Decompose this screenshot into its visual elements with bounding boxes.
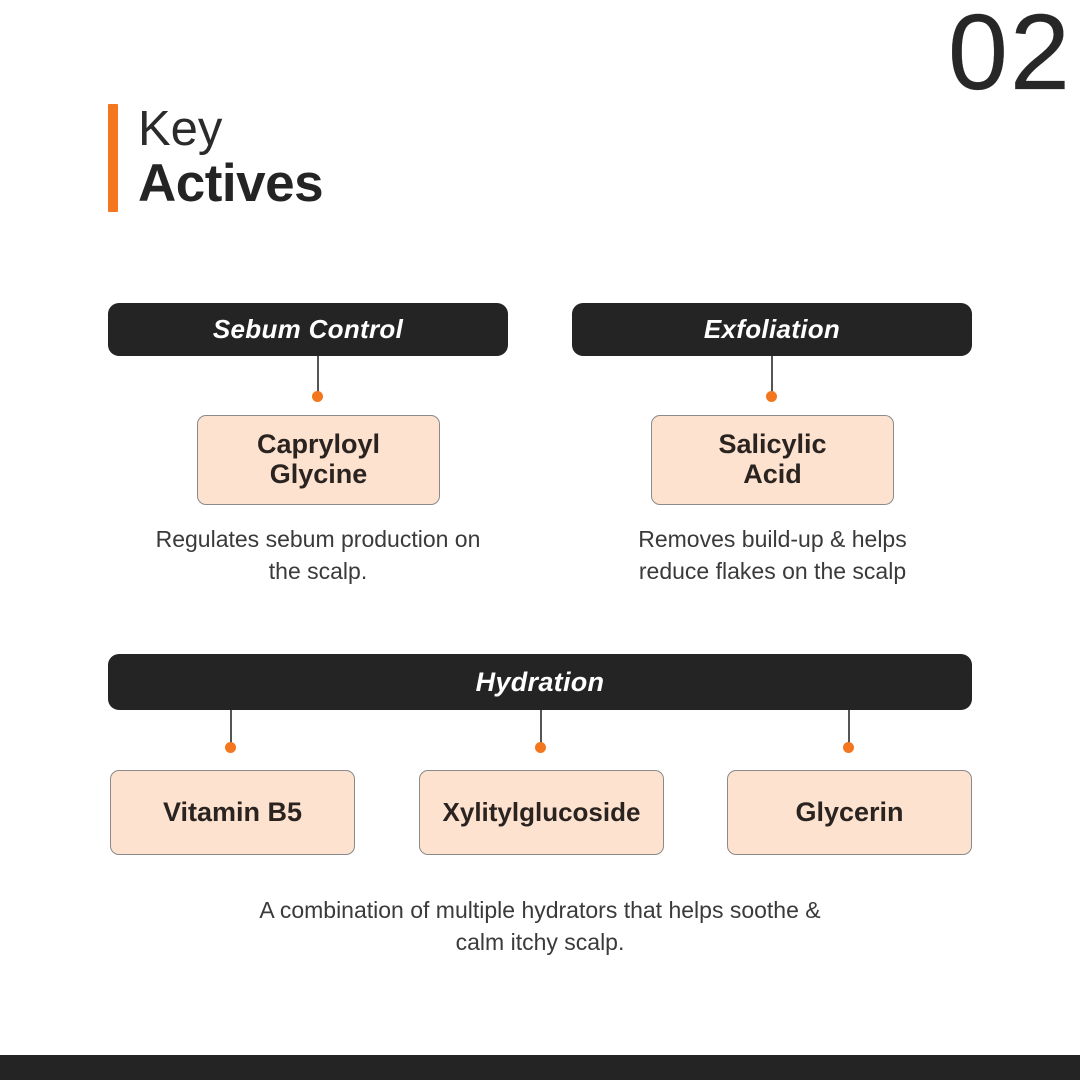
connector-line-exfoliation (771, 356, 773, 400)
ingredient-card-capryloyl-glycine[interactable]: Capryloyl Glycine (197, 415, 440, 505)
connector-line-glycerin (848, 710, 850, 748)
ingredient-card-xylitylglucoside[interactable]: Xylitylglucoside (419, 770, 664, 855)
ingredient-name-line-1: Glycerin (795, 796, 904, 827)
ingredient-name-line-1: Xylitylglucoside (442, 797, 641, 828)
ingredient-name-line-1: Capryloyl (256, 429, 381, 460)
connector-dot-sebum-control (312, 391, 323, 402)
title-line-2: Actives (138, 154, 324, 214)
footer-bar (0, 1055, 1080, 1080)
ingredient-name-line-2: Acid (743, 459, 802, 489)
title-line-1: Key (138, 102, 223, 156)
page-title: Key Actives (108, 102, 324, 214)
ingredient-name-line-2: Glycine (269, 459, 368, 489)
ingredient-card-glycerin[interactable]: Glycerin (727, 770, 972, 855)
connector-dot-xylitylglucoside (535, 742, 546, 753)
description-sebum-control: Regulates sebum production on the scalp. (155, 526, 481, 584)
connector-dot-vitamin-b5 (225, 742, 236, 753)
connector-line-xylitylglucoside (540, 710, 542, 748)
category-bar-sebum-control[interactable]: Sebum Control (108, 303, 508, 356)
description-hydration: A combination of multiple hydrators that… (259, 897, 821, 955)
ingredient-name-line-1: Salicylic (718, 429, 827, 460)
category-bar-hydration[interactable]: Hydration (108, 654, 972, 710)
description-exfoliation: Removes build-up & helps reduce flakes o… (638, 526, 907, 584)
connector-line-sebum-control (317, 356, 319, 400)
connector-line-vitamin-b5 (230, 710, 232, 748)
step-number: 02 (947, 0, 1072, 112)
ingredient-name-line-1: Vitamin B5 (162, 796, 303, 827)
connector-dot-exfoliation (766, 391, 777, 402)
ingredient-card-salicylic-acid[interactable]: Salicylic Acid (651, 415, 894, 505)
title-text-group: Key Actives (138, 102, 324, 214)
ingredient-card-text: Capryloyl Glycine (257, 430, 380, 489)
connector-dot-glycerin (843, 742, 854, 753)
ingredient-card-text: Salicylic Acid (718, 430, 826, 489)
category-bar-exfoliation[interactable]: Exfoliation (572, 303, 972, 356)
title-accent-bar (108, 104, 118, 213)
ingredient-card-vitamin-b5[interactable]: Vitamin B5 (110, 770, 355, 855)
